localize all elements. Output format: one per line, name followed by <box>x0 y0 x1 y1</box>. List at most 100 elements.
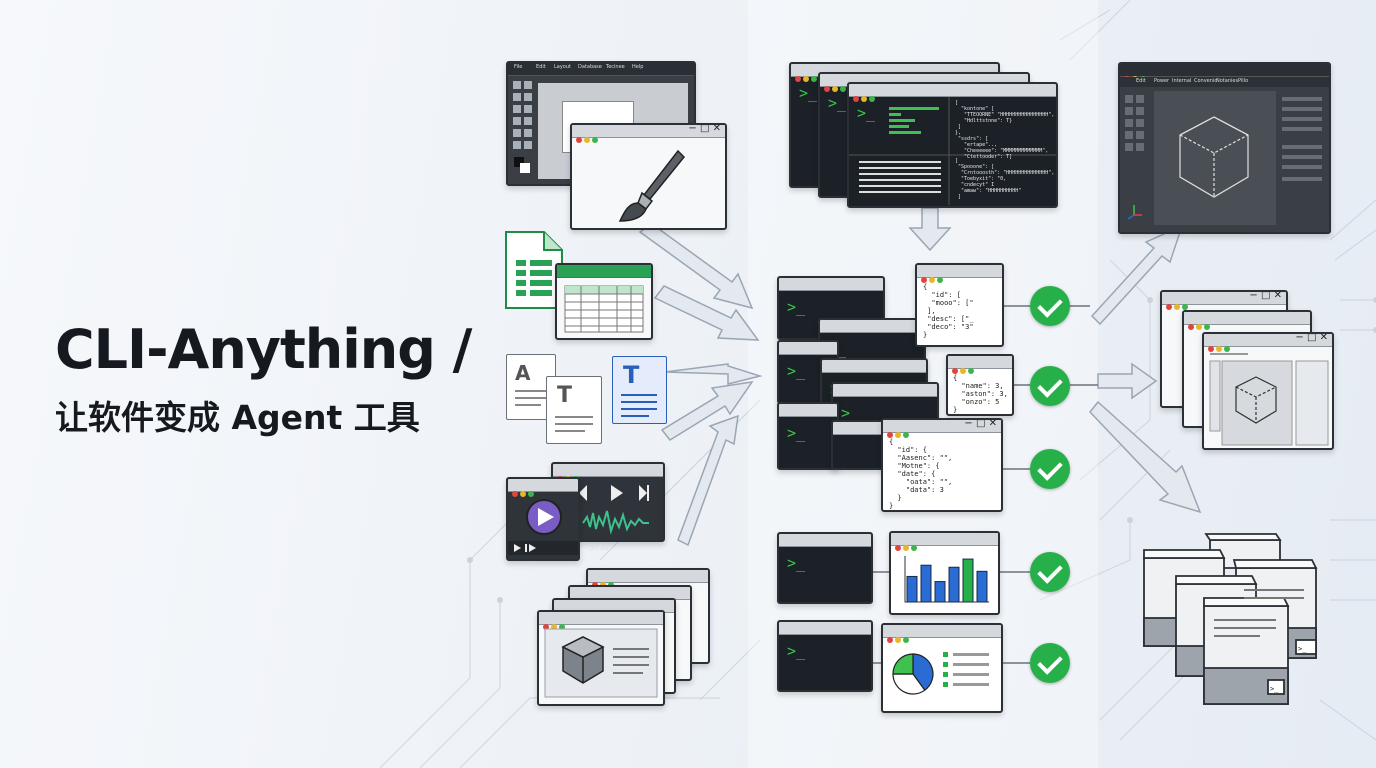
media-controls[interactable] <box>553 477 663 539</box>
arrow-right-bottom <box>1089 400 1202 514</box>
legend-line-0 <box>953 653 989 656</box>
pie-slice-1 <box>892 673 926 695</box>
doc-letter-t-blue: T <box>623 361 640 389</box>
cad-app-window[interactable]: Edit Power Internal Convenio Notanies Pi… <box>1118 62 1331 234</box>
bar-chart-window <box>889 531 1000 615</box>
model-file-window[interactable] <box>537 610 665 706</box>
json-text-2: { "name": 3, "aston": 3, "onzo": 5 } <box>953 374 1008 414</box>
paintbrush-window[interactable]: − □ ✕ <box>570 123 727 230</box>
play-button-icon[interactable] <box>508 491 578 555</box>
text-doc-t-gray: T <box>546 376 602 444</box>
title-bar: File Edit Layout Database Tecinee Help <box>508 63 694 76</box>
video-player-window[interactable] <box>506 477 580 561</box>
terminal-json-bottom: [ "Spooone": [ "Crntooosth": "HHHHHHHHHH… <box>955 158 1055 200</box>
success-check-icon-3 <box>1030 449 1070 489</box>
menu-pillo[interactable]: Pillo <box>1238 78 1249 84</box>
title-bar: − □ ✕ <box>1204 332 1332 352</box>
success-check-icon-5 <box>1030 643 1070 683</box>
window-controls[interactable]: − □ ✕ <box>1249 290 1282 301</box>
menu-notanies[interactable]: Notanies <box>1216 78 1239 84</box>
legend-swatch-3 <box>943 682 948 687</box>
terminal-prompt: >_ <box>828 94 847 112</box>
title-bar <box>553 464 663 482</box>
tool-palette <box>511 79 535 179</box>
title-bar <box>557 265 651 278</box>
json-output-2: { "name": 3, "aston": 3, "onzo": 5 } <box>946 354 1014 416</box>
title-bar <box>508 479 578 497</box>
title-bar: − □ ✕ <box>572 123 725 143</box>
legend-swatch-0 <box>943 652 948 657</box>
terminal-prompt: >_ <box>787 554 806 572</box>
pie-chart <box>892 652 989 695</box>
json-text-1: { "id": [ "mooo": [" ], "desc": ["_ "dec… <box>923 283 974 339</box>
menu-edit[interactable]: Edit <box>1136 78 1146 84</box>
terminal-prompt: >_ <box>841 404 860 422</box>
json-text-3: { "id": { "Aasenc": "", "Motne": { "date… <box>889 438 953 510</box>
menu-tecinee[interactable]: Tecinee <box>606 64 625 70</box>
terminal-prompt: >_ <box>787 642 806 660</box>
terminal-prompt: >_ <box>857 104 876 122</box>
cube-icon <box>544 628 658 698</box>
chart-bar-1 <box>906 575 918 603</box>
chart-axis <box>904 556 989 603</box>
bar-chart <box>904 556 989 603</box>
terminal-main[interactable]: >_ [ "kontone" [ "TTEOORNE" "HHHHHHHHHHH… <box>847 82 1058 208</box>
pie-slice-0 <box>912 653 934 692</box>
menu-database[interactable]: Database <box>578 64 602 70</box>
arrow-sheet <box>653 285 760 341</box>
chart-bar-4 <box>948 566 960 603</box>
package-boxes: >_ >_ <box>1143 533 1318 705</box>
chart-bar-2 <box>920 564 932 603</box>
success-check-icon-1 <box>1030 286 1070 326</box>
pie-slice-2 <box>892 653 914 675</box>
legend-line-3 <box>953 683 989 686</box>
terminal-prompt: >_ <box>799 84 818 102</box>
success-check-icon-2 <box>1030 366 1070 406</box>
json-output-3: − □ ✕ { "id": { "Aasenc": "", "Motne": {… <box>881 418 1003 512</box>
box-5 <box>1203 597 1290 705</box>
cli-terminal-6[interactable]: >_ <box>777 402 839 470</box>
right-model-window[interactable]: − □ ✕ <box>1202 332 1334 450</box>
arrow-docs <box>664 363 763 385</box>
legend-line-1 <box>953 663 989 666</box>
cli-terminal-chart[interactable]: >_ <box>777 532 873 604</box>
title-bar <box>539 612 663 630</box>
spreadsheet-grid <box>564 285 644 333</box>
paintbrush-icon <box>618 149 686 222</box>
menu-power[interactable]: Power <box>1154 78 1170 84</box>
svg-text:>_: >_ <box>1298 645 1307 653</box>
arrow-right-top <box>1090 224 1184 326</box>
terminal-prompt: >_ <box>787 362 806 380</box>
cli-terminal-pie[interactable]: >_ <box>777 620 873 692</box>
arrow-files <box>677 414 739 547</box>
legend-swatch-2 <box>943 672 948 677</box>
text-doc-t-blue: T <box>612 356 667 424</box>
window-controls[interactable]: − □ ✕ <box>688 123 721 134</box>
legend-line-2 <box>953 673 989 676</box>
menu-edit[interactable]: Edit <box>536 64 546 70</box>
cad-menu-bar: Edit Power Internal Convenio Notanies Pi… <box>1120 77 1329 87</box>
menu-convenio[interactable]: Convenio <box>1194 78 1218 84</box>
legend-swatch-1 <box>943 662 948 667</box>
window-controls[interactable]: − □ ✕ <box>1295 332 1328 343</box>
cad-viewport[interactable] <box>1120 87 1329 231</box>
terminal-prompt: >_ <box>787 424 806 442</box>
success-check-icon-4 <box>1030 552 1070 592</box>
terminal-output-lines <box>849 97 1056 205</box>
arrow-right-mid <box>1097 362 1158 400</box>
page-title: CLI-Anything / <box>55 318 472 381</box>
window-controls[interactable]: − □ ✕ <box>964 418 997 429</box>
doc-letter-t: T <box>557 383 573 408</box>
arrow-paint <box>638 223 754 310</box>
doc-letter-a: A <box>515 361 531 385</box>
title-bar <box>1120 64 1329 82</box>
menu-file[interactable]: File <box>514 64 523 70</box>
title-block: CLI-Anything / 让软件变成 Agent 工具 <box>55 318 472 439</box>
spreadsheet-window[interactable] <box>555 263 653 340</box>
menu-help[interactable]: Help <box>632 64 644 70</box>
menu-layout[interactable]: Layout <box>554 64 571 70</box>
json-output-1: { "id": [ "mooo": [" ], "desc": ["_ "dec… <box>915 263 1004 347</box>
menu-internal[interactable]: Internal <box>1172 78 1192 84</box>
svg-text:>_: >_ <box>1270 685 1279 693</box>
